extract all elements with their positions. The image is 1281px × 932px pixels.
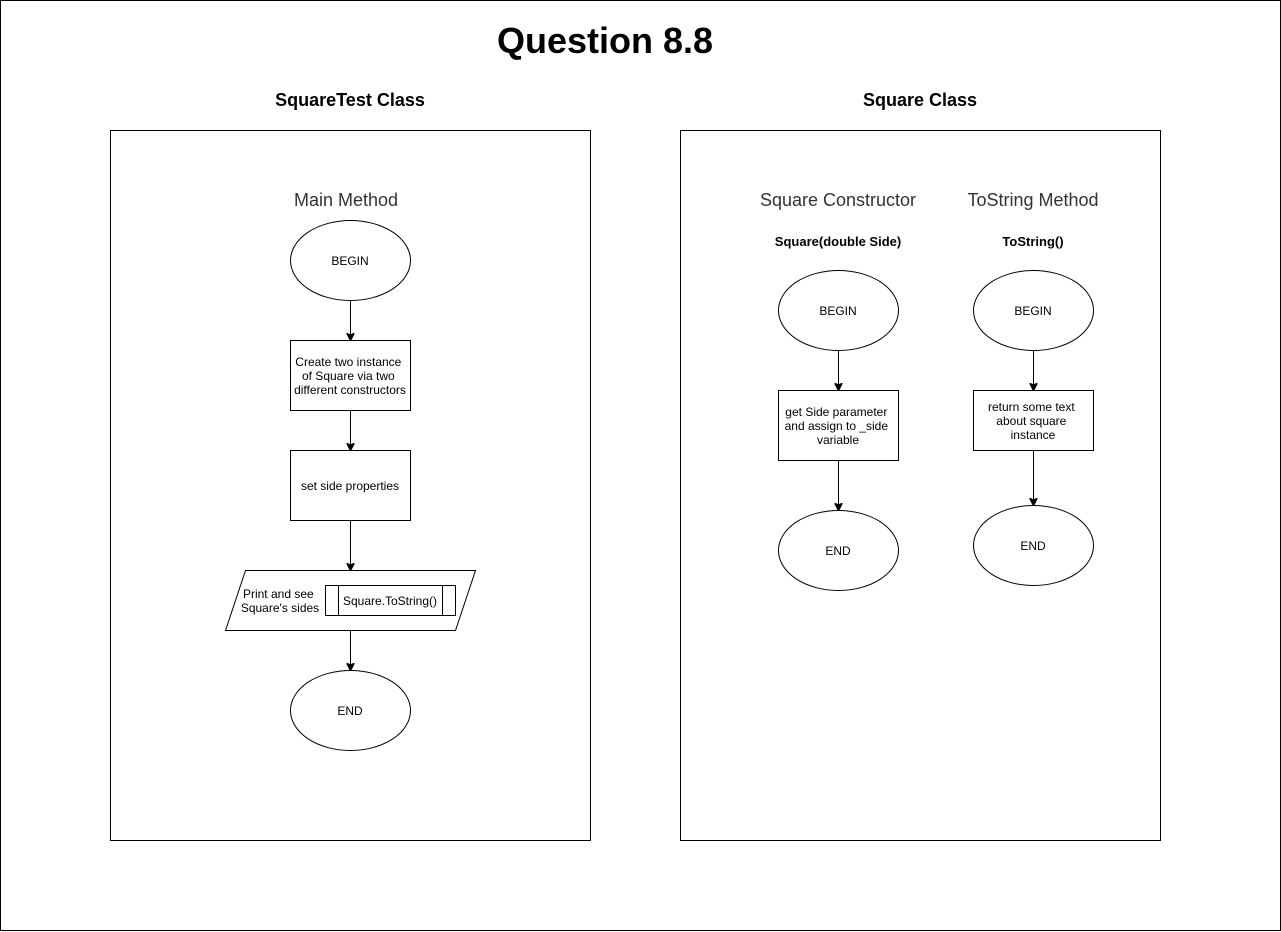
constructor-begin-label: BEGIN bbox=[819, 304, 856, 318]
constructor-signature: Square(double Side) bbox=[775, 234, 901, 249]
page-title: Question 8.8 bbox=[497, 20, 713, 61]
tostring-begin-label: BEGIN bbox=[1014, 304, 1051, 318]
main-print-subprocess: Square.ToString() bbox=[325, 585, 456, 616]
main-end-node: END bbox=[290, 670, 411, 751]
constructor-end-node: END bbox=[778, 510, 899, 591]
main-print-label: Print and see Square's sides bbox=[241, 587, 319, 615]
tostring-process-node: return some text about square instance bbox=[973, 390, 1094, 451]
square-class-panel bbox=[680, 130, 1161, 841]
main-print-subprocess-label: Square.ToString() bbox=[343, 594, 437, 608]
constructor-process-node: get Side parameter and assign to _side v… bbox=[778, 390, 899, 461]
main-set-side-label: set side properties bbox=[301, 479, 399, 493]
tostring-end-label: END bbox=[1020, 539, 1046, 553]
tostring-heading: ToString Method bbox=[967, 190, 1098, 210]
constructor-end-label: END bbox=[825, 544, 851, 558]
constructor-heading: Square Constructor bbox=[760, 190, 916, 210]
tostring-end-node: END bbox=[973, 505, 1094, 586]
main-begin-label: BEGIN bbox=[331, 254, 368, 268]
main-create-label: Create two instance of Square via two di… bbox=[294, 355, 406, 397]
tostring-begin-node: BEGIN bbox=[973, 270, 1094, 351]
constructor-process-label: get Side parameter and assign to _side v… bbox=[785, 405, 892, 447]
main-end-label: END bbox=[337, 704, 363, 718]
square-class-heading: Square Class bbox=[863, 90, 977, 110]
tostring-process-label: return some text about square instance bbox=[988, 400, 1078, 442]
squaretest-class-heading: SquareTest Class bbox=[275, 90, 425, 110]
tostring-signature: ToString() bbox=[1002, 234, 1063, 249]
main-print-node: Print and see Square's sides Square.ToSt… bbox=[224, 570, 477, 631]
main-method-heading: Main Method bbox=[294, 190, 398, 210]
main-begin-node: BEGIN bbox=[290, 220, 411, 301]
main-create-node: Create two instance of Square via two di… bbox=[290, 340, 411, 411]
constructor-begin-node: BEGIN bbox=[778, 270, 899, 351]
main-set-side-node: set side properties bbox=[290, 450, 411, 521]
